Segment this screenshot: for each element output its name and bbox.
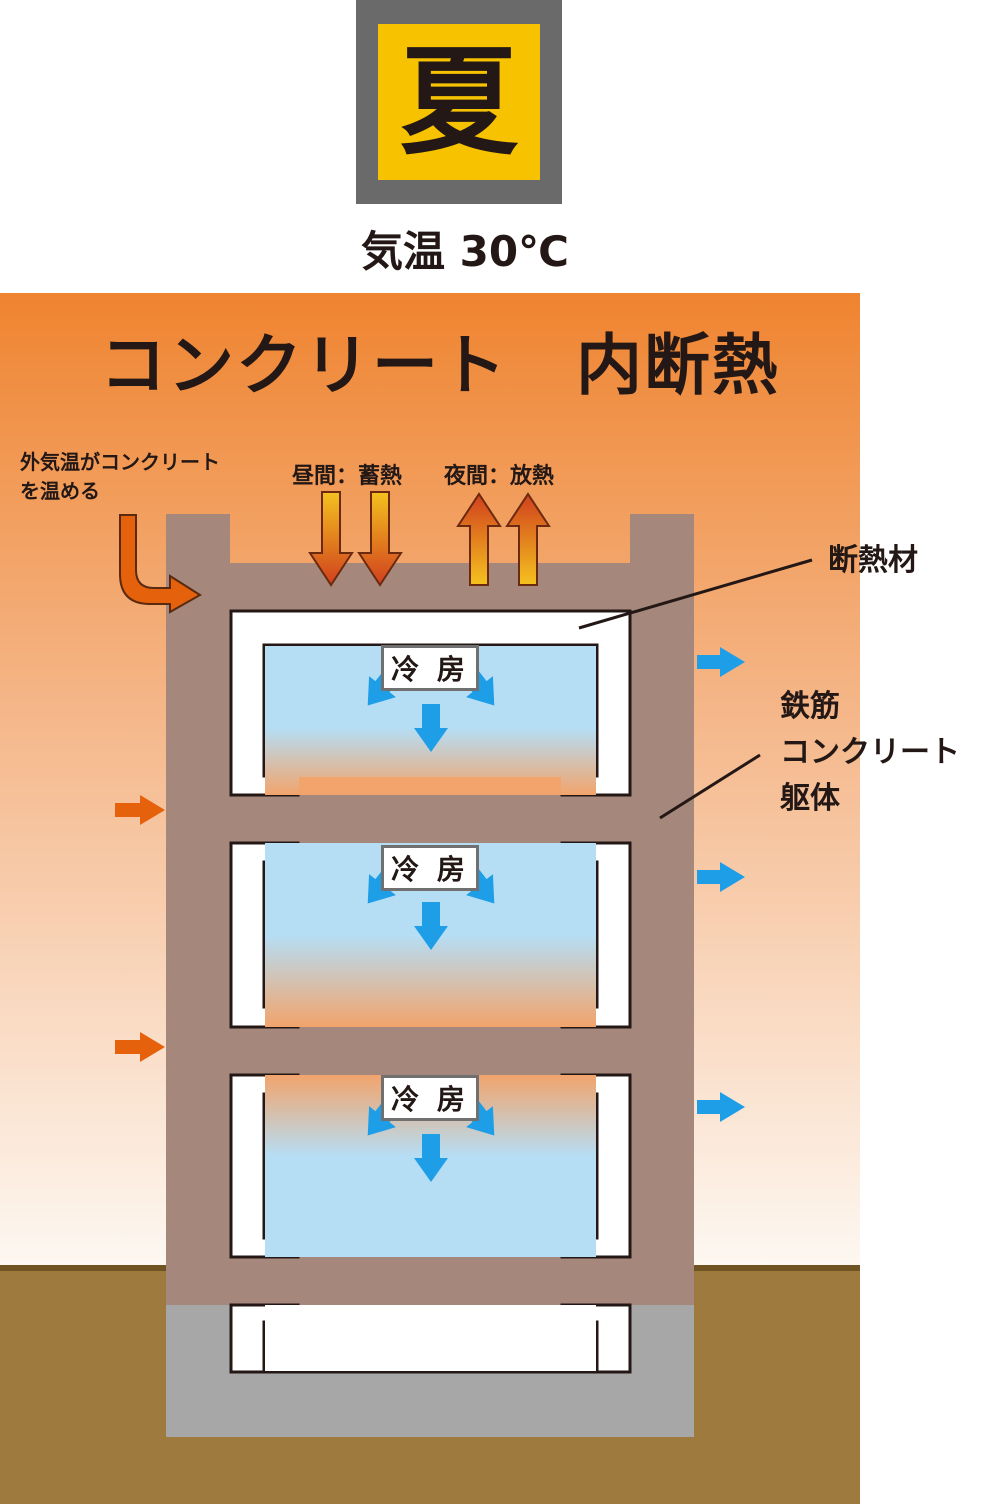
- concrete-structure: [166, 514, 694, 1305]
- night-annotation: 夜間：放熱: [444, 464, 555, 489]
- night-heat-release-arrows: [456, 492, 551, 586]
- cool-arrow-right-1: [697, 647, 745, 677]
- day-annotation: 昼間：蓄熱: [292, 464, 403, 489]
- outside-heat-annotation: 外気温がコンクリート を温める: [20, 450, 220, 503]
- diagram-title: コンクリート 内断熱: [100, 327, 780, 404]
- room-2-cooling-label: 冷 房: [381, 845, 479, 891]
- insulation-annotation: 断熱材: [828, 543, 918, 578]
- season-badge: 夏: [356, 0, 562, 204]
- basement-interior: [265, 1305, 596, 1371]
- day-heat-storage-arrows: [308, 491, 403, 587]
- room-1-cooling-label: 冷 房: [381, 645, 479, 691]
- insulation-leader-line: [578, 558, 813, 630]
- structure-leader-line: [659, 753, 761, 820]
- room-3-cooling-label: 冷 房: [381, 1075, 479, 1121]
- season-label: 夏: [378, 24, 540, 180]
- room-1-floor-gap: [299, 777, 561, 795]
- outside-heat-arrow: [119, 514, 202, 614]
- structure-annotation: 鉄筋 コンクリート 躯体: [780, 689, 960, 816]
- cool-arrow-right-3: [697, 1092, 745, 1122]
- cool-arrow-right-2: [697, 862, 745, 892]
- temperature-label: 気温 30℃: [361, 227, 569, 276]
- warm-arrow-left-2: [115, 1032, 165, 1062]
- warm-arrow-left-1: [115, 795, 165, 825]
